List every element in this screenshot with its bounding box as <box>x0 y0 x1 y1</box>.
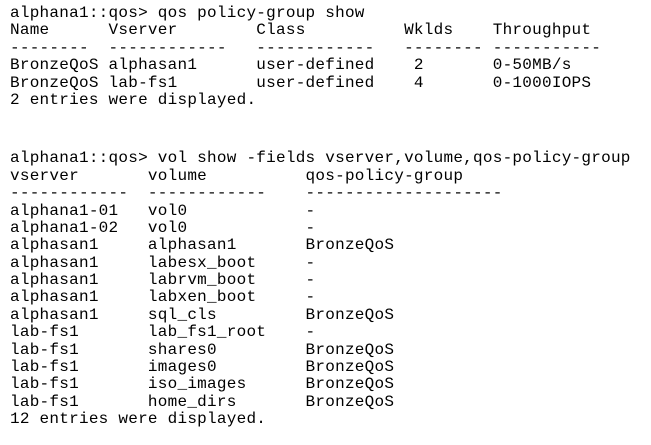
table-row-line: alphasan1 labxen_boot - <box>10 288 316 307</box>
summary-line: 12 entries were displayed. <box>10 410 267 429</box>
vol-show-block: alphana1::qos> vol show -fields vserver,… <box>10 149 651 429</box>
table-row-line: lab-fs1 iso_images BronzeQoS <box>10 375 395 394</box>
table-row-line: lab-fs1 lab_fs1_root - <box>10 323 316 342</box>
table-row-line: alphasan1 alphasan1 BronzeQoS <box>10 236 395 255</box>
table-header-line: vserver volume qos-policy-group <box>10 166 464 185</box>
table-ruler-line: ------------ ------------ --------------… <box>10 184 503 203</box>
table-ruler-line: -------- ------------ ------------ -----… <box>10 38 602 57</box>
table-header-line: Name Vserver Class Wklds Throughput <box>10 21 592 40</box>
table-row-line: alphasan1 labrvm_boot - <box>10 271 316 290</box>
table-row-line: alphasan1 sql_cls BronzeQoS <box>10 305 395 324</box>
summary-line: 2 entries were displayed. <box>10 90 257 109</box>
table-row-line: alphana1-01 vol0 - <box>10 201 316 220</box>
table-row-line: lab-fs1 home_dirs BronzeQoS <box>10 392 395 411</box>
table-row-line: BronzeQoS alphasan1 user-defined 2 0-50M… <box>10 56 572 75</box>
table-row-line: alphana1-02 vol0 - <box>10 218 316 237</box>
table-row-line: alphasan1 labesx_boot - <box>10 253 316 272</box>
table-row-line: BronzeQoS lab-fs1 user-defined 4 0-1000I… <box>10 73 592 92</box>
table-row-line: lab-fs1 images0 BronzeQoS <box>10 358 395 377</box>
table-row-line: lab-fs1 shares0 BronzeQoS <box>10 340 395 359</box>
command-line: alphana1::qos> vol show -fields vserver,… <box>10 149 631 168</box>
command-line: alphana1::qos> qos policy-group show <box>10 4 365 22</box>
